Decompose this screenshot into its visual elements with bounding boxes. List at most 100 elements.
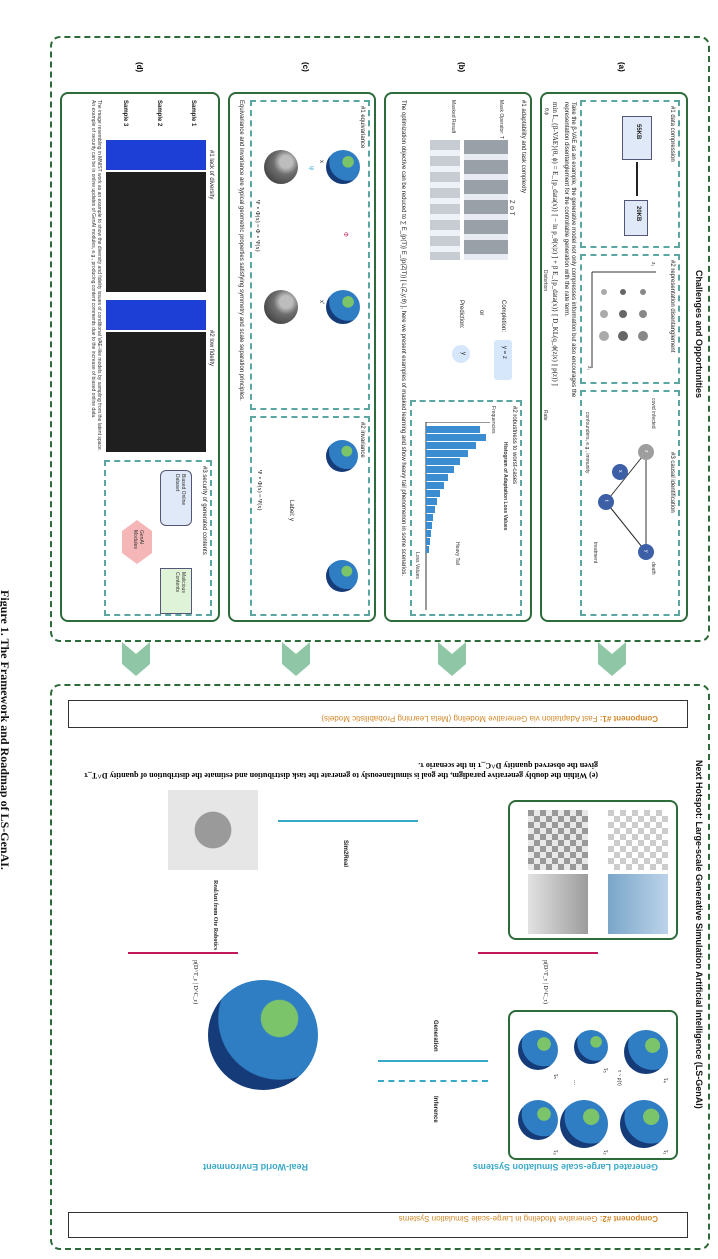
histogram-bars bbox=[425, 422, 490, 610]
b-masked-result: Masked Result bbox=[450, 100, 456, 134]
p-sim-label: p(D^T_τ | D^C_τ) bbox=[542, 960, 548, 1004]
node-letter-x: x bbox=[617, 470, 623, 473]
panel-c-label: (c) bbox=[301, 62, 310, 72]
c-globe-2 bbox=[326, 290, 360, 324]
p-real-label: p(D^T_ε | D^C_ε) bbox=[192, 960, 198, 1005]
chevron-right-icon bbox=[122, 642, 150, 676]
realant-label: RealAnt from Ote Robotics bbox=[212, 880, 218, 951]
c-globe-1 bbox=[326, 150, 360, 184]
b-or: or bbox=[478, 310, 484, 316]
d-sample3: Sample 3 bbox=[122, 100, 128, 127]
panel-a-cell-3: #3 causal identification covid infected … bbox=[580, 390, 680, 616]
node-letter-z: z bbox=[643, 450, 649, 453]
d-body-text: The image resembling in MNIST work as an… bbox=[90, 100, 102, 452]
component2-text: Generative Modeling in Large-scale Simul… bbox=[398, 1214, 598, 1223]
c-phi: Φ bbox=[342, 232, 348, 237]
masked-grid-image bbox=[430, 140, 460, 260]
challenges-title: Challenges and Opportunities bbox=[694, 270, 704, 399]
a-axis-z2: z₂ bbox=[650, 262, 656, 267]
a-eq-distortion: Distortion bbox=[542, 270, 548, 292]
component1-label: Component #1: Fast Adaptation via Genera… bbox=[321, 714, 658, 723]
component2-label: Component #2: Generative Modeling in Lar… bbox=[398, 1214, 658, 1223]
component2-title: Component #2: bbox=[599, 1214, 658, 1223]
caption-e: (e) Within the doubly generative paradig… bbox=[84, 761, 598, 780]
b-completion: Completion: bbox=[500, 300, 506, 333]
compress-arrow-icon bbox=[636, 162, 638, 196]
d-sample2: Sample 2 bbox=[156, 100, 162, 127]
c-x: x bbox=[318, 160, 324, 163]
b-prediction: Prediction: bbox=[458, 300, 464, 329]
c-xp: x′ bbox=[318, 300, 324, 305]
task-label-1: τ₁ bbox=[662, 1150, 668, 1155]
c-label-y: Label: y bbox=[288, 500, 294, 522]
task-label-4: τ₄ bbox=[662, 1078, 668, 1083]
c-s1-title: #1 equivariance bbox=[359, 106, 365, 149]
d-noise-col-2 bbox=[106, 300, 206, 330]
d-biased-dataset: Biased Online Dataset bbox=[174, 474, 186, 506]
task-ellipsis: ... bbox=[572, 1080, 578, 1086]
task-globe-n bbox=[518, 1030, 558, 1070]
task-globe-2 bbox=[560, 1100, 608, 1148]
sim2real-arrow-icon bbox=[278, 820, 418, 822]
task-label-2: τ₂ bbox=[602, 1150, 608, 1155]
generation-label: Generation bbox=[432, 1020, 438, 1052]
b-hist-title: Histogram of Adaptation Loss Values bbox=[502, 442, 508, 531]
node-covid: covid infected bbox=[650, 398, 656, 429]
panel-b-label: (b) bbox=[457, 62, 466, 73]
size-from: 55KB bbox=[635, 124, 641, 140]
panel-a-cell-2: #2 representation disentanglement z₂ z₁ bbox=[580, 254, 680, 384]
task-label-5: τ₅ bbox=[602, 1068, 608, 1073]
sim-arrow-icon bbox=[478, 952, 598, 954]
gen-systems-title: Generated Large-scale Simulation Systems bbox=[472, 1162, 658, 1172]
panel-d-label: (d) bbox=[135, 62, 144, 73]
task-globe-5 bbox=[574, 1030, 608, 1064]
component1-text: Fast Adaptation via Generative Modeling … bbox=[321, 714, 598, 723]
chevron-right-icon bbox=[438, 642, 466, 676]
sim-env-image-3 bbox=[528, 810, 588, 870]
d-s3-title: #3 security of generated contents bbox=[201, 466, 207, 555]
mask-grid-image bbox=[464, 140, 508, 260]
a-body-text: Take the β-VAE as an example, the genera… bbox=[563, 102, 576, 398]
node-treatment: treatment bbox=[592, 542, 598, 564]
d-genai-module: GenAI Modules bbox=[132, 530, 144, 549]
c-globe-3 bbox=[264, 150, 298, 184]
b-y: y bbox=[460, 352, 466, 355]
ls-genai-title: Next Hotspot: Large-scale Generative Sim… bbox=[694, 760, 704, 1109]
task-globe-4 bbox=[624, 1030, 668, 1074]
a-eq-sub: θ,ϕ bbox=[543, 108, 549, 115]
c-eq2: Ψ ∘ Φ(x) = Ψ(x) bbox=[256, 470, 262, 511]
b-mask-op: Mask Operator: T bbox=[498, 100, 504, 139]
d-malicious: Malicious Contents bbox=[174, 572, 186, 593]
b-notation: Z ⊙ T bbox=[508, 200, 514, 216]
panel-a-cell-1: #1 data compression 55KB 20KB bbox=[580, 100, 680, 248]
a-equation: min L_{β-VAE}(θ, ϕ) = E_{p_data(x)} [ − … bbox=[551, 102, 559, 386]
node-letter-y: y bbox=[643, 550, 649, 553]
d-s1-title: #1 lack of diversity bbox=[208, 150, 214, 200]
panel-d-security: #3 security of generated contents bbox=[104, 460, 212, 616]
real-world-label: Real-World Environment bbox=[203, 1162, 308, 1172]
d-digit-grid-2 bbox=[106, 332, 206, 452]
a-c3-title: #3 causal identification bbox=[669, 452, 675, 513]
generation-arrow-icon bbox=[378, 1060, 488, 1062]
task-globe-3 bbox=[518, 1100, 558, 1140]
node-death: death bbox=[650, 562, 656, 575]
c-s2-title: #2 invariance bbox=[359, 422, 365, 458]
d-sample1: Sample 1 bbox=[190, 100, 196, 127]
c-globe-4 bbox=[264, 290, 298, 324]
component1-title: Component #1: bbox=[599, 714, 658, 723]
realant-robot-image bbox=[168, 790, 258, 870]
sim-env-image-4 bbox=[528, 874, 588, 934]
b-loss-values: Loss Values bbox=[414, 552, 420, 579]
b-frequencies: Frequencies bbox=[490, 406, 496, 434]
chevron-right-icon bbox=[282, 642, 310, 676]
d-s2-title: #2 low fidelity bbox=[208, 330, 214, 367]
chevron-right-icon bbox=[598, 642, 626, 676]
real-world-globe bbox=[208, 980, 318, 1090]
a-c2-title: #2 representation disentanglement bbox=[669, 260, 675, 353]
a-eq-rate: Rate bbox=[542, 410, 548, 421]
real-arrow-icon bbox=[128, 952, 238, 954]
causal-graph bbox=[598, 444, 654, 560]
task-label-3: τ₃ bbox=[552, 1150, 558, 1155]
task-globe-1 bbox=[620, 1100, 668, 1148]
c-eq1: Ψ ∘ Φ(x) = Φ ∘ Ψ(x) bbox=[254, 200, 260, 252]
